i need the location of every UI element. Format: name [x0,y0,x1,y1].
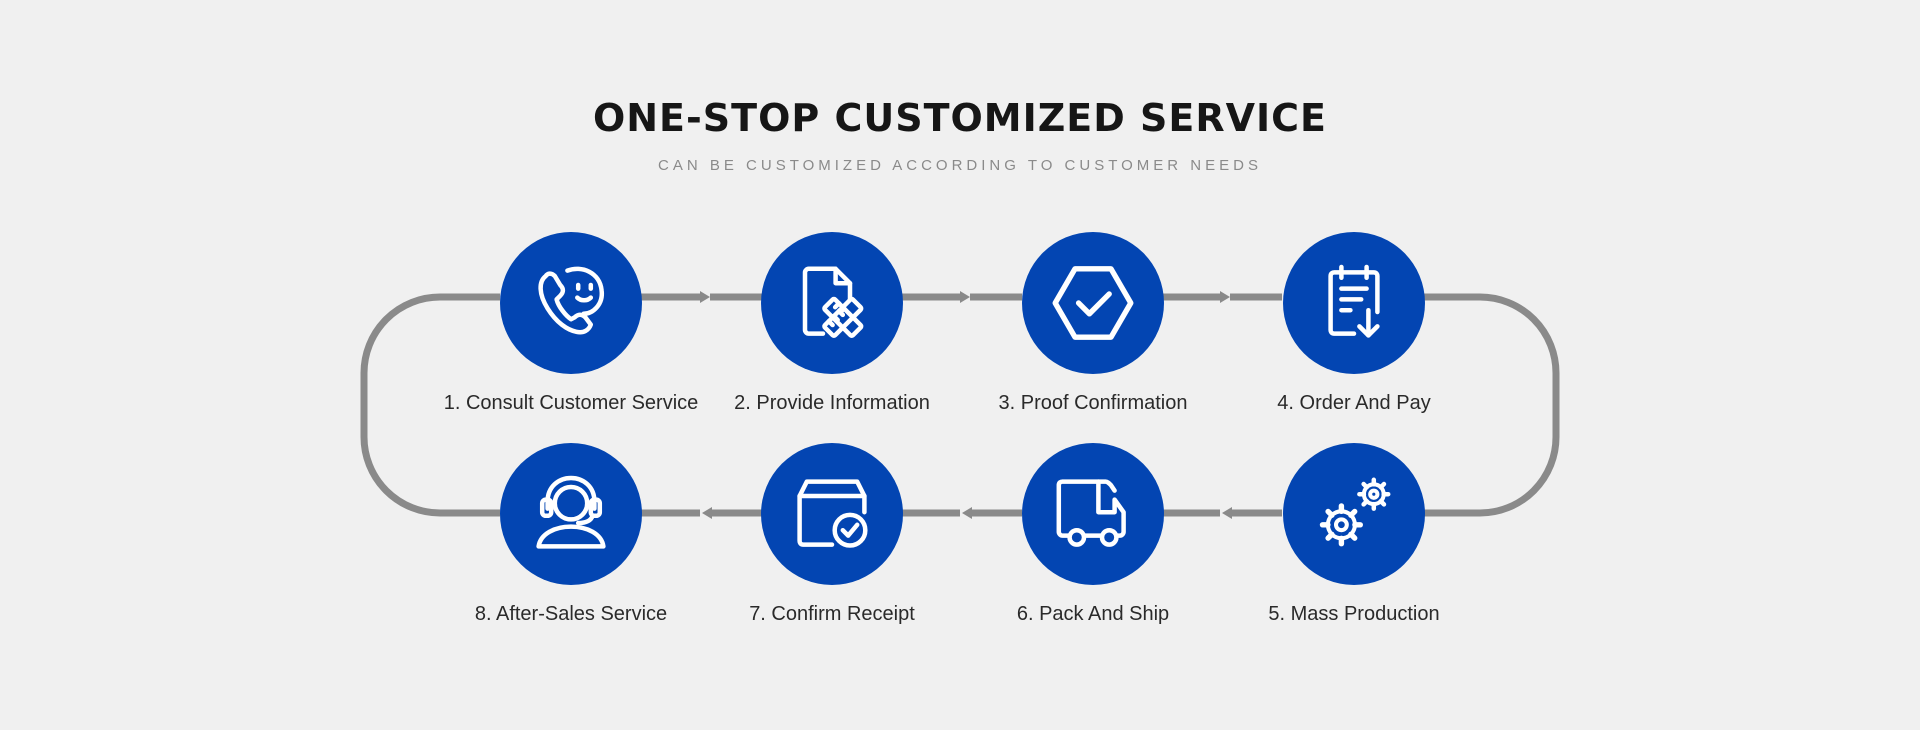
step-3-circle [1022,232,1164,374]
clipboard-download-icon [1328,264,1380,338]
track-loop-left [360,293,500,517]
step-2: 2. Provide Information [687,232,977,415]
step-7-label: 7. Confirm Receipt [749,603,915,625]
step-4-circle [1283,232,1425,374]
step-8-label: 8. After-Sales Service [474,603,668,625]
arrowhead-6-7 [962,507,972,519]
step-5-label: 5. Mass Production [1268,603,1440,625]
step-6: 6. Pack And Ship [948,443,1238,626]
step-7-circle [761,443,903,585]
page-title: ONE-STOP CUSTOMIZED SERVICE [592,96,1328,140]
step-2-circle [761,232,903,374]
step-2-label: 2. Provide Information [734,392,930,414]
phone-smile-icon [538,266,604,335]
step-4-label: 4. Order And Pay [1277,392,1431,414]
step-3-label: 3. Proof Confirmation [998,392,1188,414]
page-subtitle: CAN BE CUSTOMIZED ACCORDING TO CUSTOMER … [658,157,1262,174]
arrowhead-7-8 [702,507,712,519]
step-8-circle [500,443,642,585]
truck-icon [1056,479,1126,547]
step-8: 8. After-Sales Service [426,443,716,626]
arrowhead-2-3 [960,291,970,303]
step-1: 1. Consult Customer Service [426,232,716,415]
step-1-label: 1. Consult Customer Service [443,392,699,414]
document-pencil-icon [802,266,864,338]
step-7: 7. Confirm Receipt [687,443,977,626]
step-6-circle [1022,443,1164,585]
step-4: 4. Order And Pay [1209,232,1499,415]
step-6-label: 6. Pack And Ship [1016,603,1170,625]
track-loop-right [1420,293,1560,517]
arrowhead-5-6 [1222,507,1232,519]
step-1-circle [500,232,642,374]
arrowhead-3-4 [1220,291,1230,303]
gears-icon [1319,477,1391,547]
step-5: 5. Mass Production [1209,443,1499,626]
hexagon-check-icon [1052,266,1134,340]
step-3: 3. Proof Confirmation [948,232,1238,415]
step-5-circle [1283,443,1425,585]
box-check-icon [797,479,868,548]
arrowhead-1-2 [700,291,710,303]
headset-user-icon [536,475,606,549]
